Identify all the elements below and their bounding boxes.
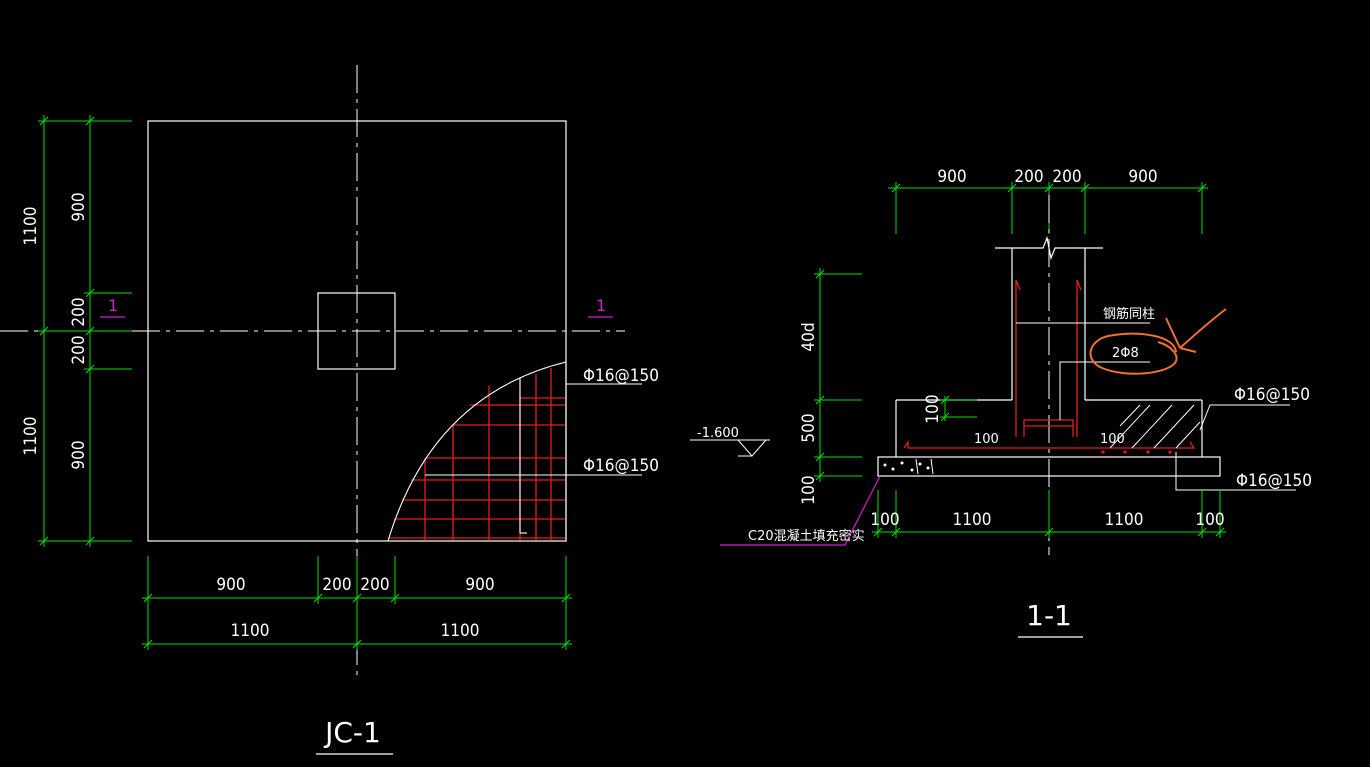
section-dims-top — [888, 182, 1208, 234]
section-dim-bottom-3: 1100 — [1105, 510, 1144, 530]
section-elevation-label: -1.600 — [697, 426, 739, 441]
svg-text:1: 1 — [596, 296, 606, 315]
section-column-rebar — [903, 279, 1196, 449]
plan-dim-left-inner-2: 200 — [69, 297, 89, 326]
plan-section-mark-right: 1 — [588, 296, 613, 318]
section-dims-left — [814, 268, 862, 482]
plan-dim-bottom-inner-1: 900 — [216, 575, 245, 595]
stirrup-annotation-ellipse — [1089, 332, 1178, 375]
section-column-rebar-label: 钢筋同柱 — [1103, 306, 1155, 322]
plan-dims-left — [38, 115, 132, 547]
svg-text:1: 1 — [108, 296, 118, 315]
section-dim-inner-100-label: 100 — [923, 394, 943, 423]
section-cushion-leader — [720, 475, 881, 546]
plan-dim-bottom-inner-2: 200 — [322, 575, 351, 595]
plan-rebar-label-top: Φ16@150 — [583, 366, 659, 386]
plan-dim-bottom-inner-4: 900 — [465, 575, 494, 595]
section-dims-bottom — [872, 490, 1226, 538]
plan-section-mark-left: 1 — [100, 296, 125, 318]
plan-rebar-mesh — [388, 368, 565, 540]
plan-title: JC-1 — [323, 716, 381, 749]
section-dim-bottom-4: 100 — [1195, 510, 1224, 530]
section-leader-stirrup — [1059, 361, 1150, 420]
section-title: 1-1 — [1026, 599, 1072, 632]
plan-rebar-label-bottom: Φ16@150 — [583, 456, 659, 476]
section-rebar-label-top: Φ16@150 — [1234, 385, 1310, 405]
plan-dim-left-outer-bottom: 1100 — [21, 417, 41, 456]
section-dim-top-2: 200 — [1014, 167, 1043, 187]
plan-dim-left-inner-1: 900 — [69, 192, 89, 221]
plan-rebar-boundary — [387, 361, 567, 542]
section-dim-bottom-2: 1100 — [953, 510, 992, 530]
section-rebar-dots — [1101, 450, 1172, 454]
stirrup-annotation-arrow — [1165, 308, 1227, 353]
section-dim-left-100: 100 — [799, 475, 819, 504]
section-dim-top-1: 900 — [937, 167, 966, 187]
section-dim-top-4: 900 — [1128, 167, 1157, 187]
plan-view: Φ16@150 Φ16@150 1 1 — [0, 65, 659, 755]
plan-dim-bottom-inner-3: 200 — [360, 575, 389, 595]
section-column — [995, 235, 1103, 400]
plan-dim-bottom-outer-2: 1100 — [441, 621, 480, 641]
plan-dim-left-outer-top: 1100 — [21, 207, 41, 246]
section-dim-left-500: 500 — [799, 413, 819, 442]
section-leader-rebar-top — [1199, 404, 1290, 431]
section-dim-left-40d: 40d — [799, 322, 819, 351]
section-rebar-label-bottom: Φ16@150 — [1236, 471, 1312, 491]
section-view: 900 200 200 900 — [690, 167, 1312, 638]
section-elevation-mark — [690, 439, 770, 457]
section-cushion-label: C20混凝土填充密实 — [748, 528, 865, 544]
plan-dim-left-inner-3: 200 — [69, 335, 89, 364]
plan-dims-bottom — [142, 556, 572, 650]
plan-dim-bottom-outer-1: 1100 — [231, 621, 270, 641]
section-dim-inner-100 — [940, 395, 977, 422]
plan-dim-left-inner-4: 900 — [69, 440, 89, 469]
section-cushion-hatch — [883, 458, 934, 475]
section-leader-rebar-bottom — [1175, 452, 1296, 491]
section-stirrup-label: 2Φ8 — [1112, 346, 1139, 361]
section-hatch — [1109, 404, 1201, 449]
section-dim-bottom-1: 100 — [870, 510, 899, 530]
section-hook-left: 100 — [974, 432, 999, 447]
section-dim-top-3: 200 — [1052, 167, 1081, 187]
section-hook-right: 100 — [1100, 432, 1125, 447]
